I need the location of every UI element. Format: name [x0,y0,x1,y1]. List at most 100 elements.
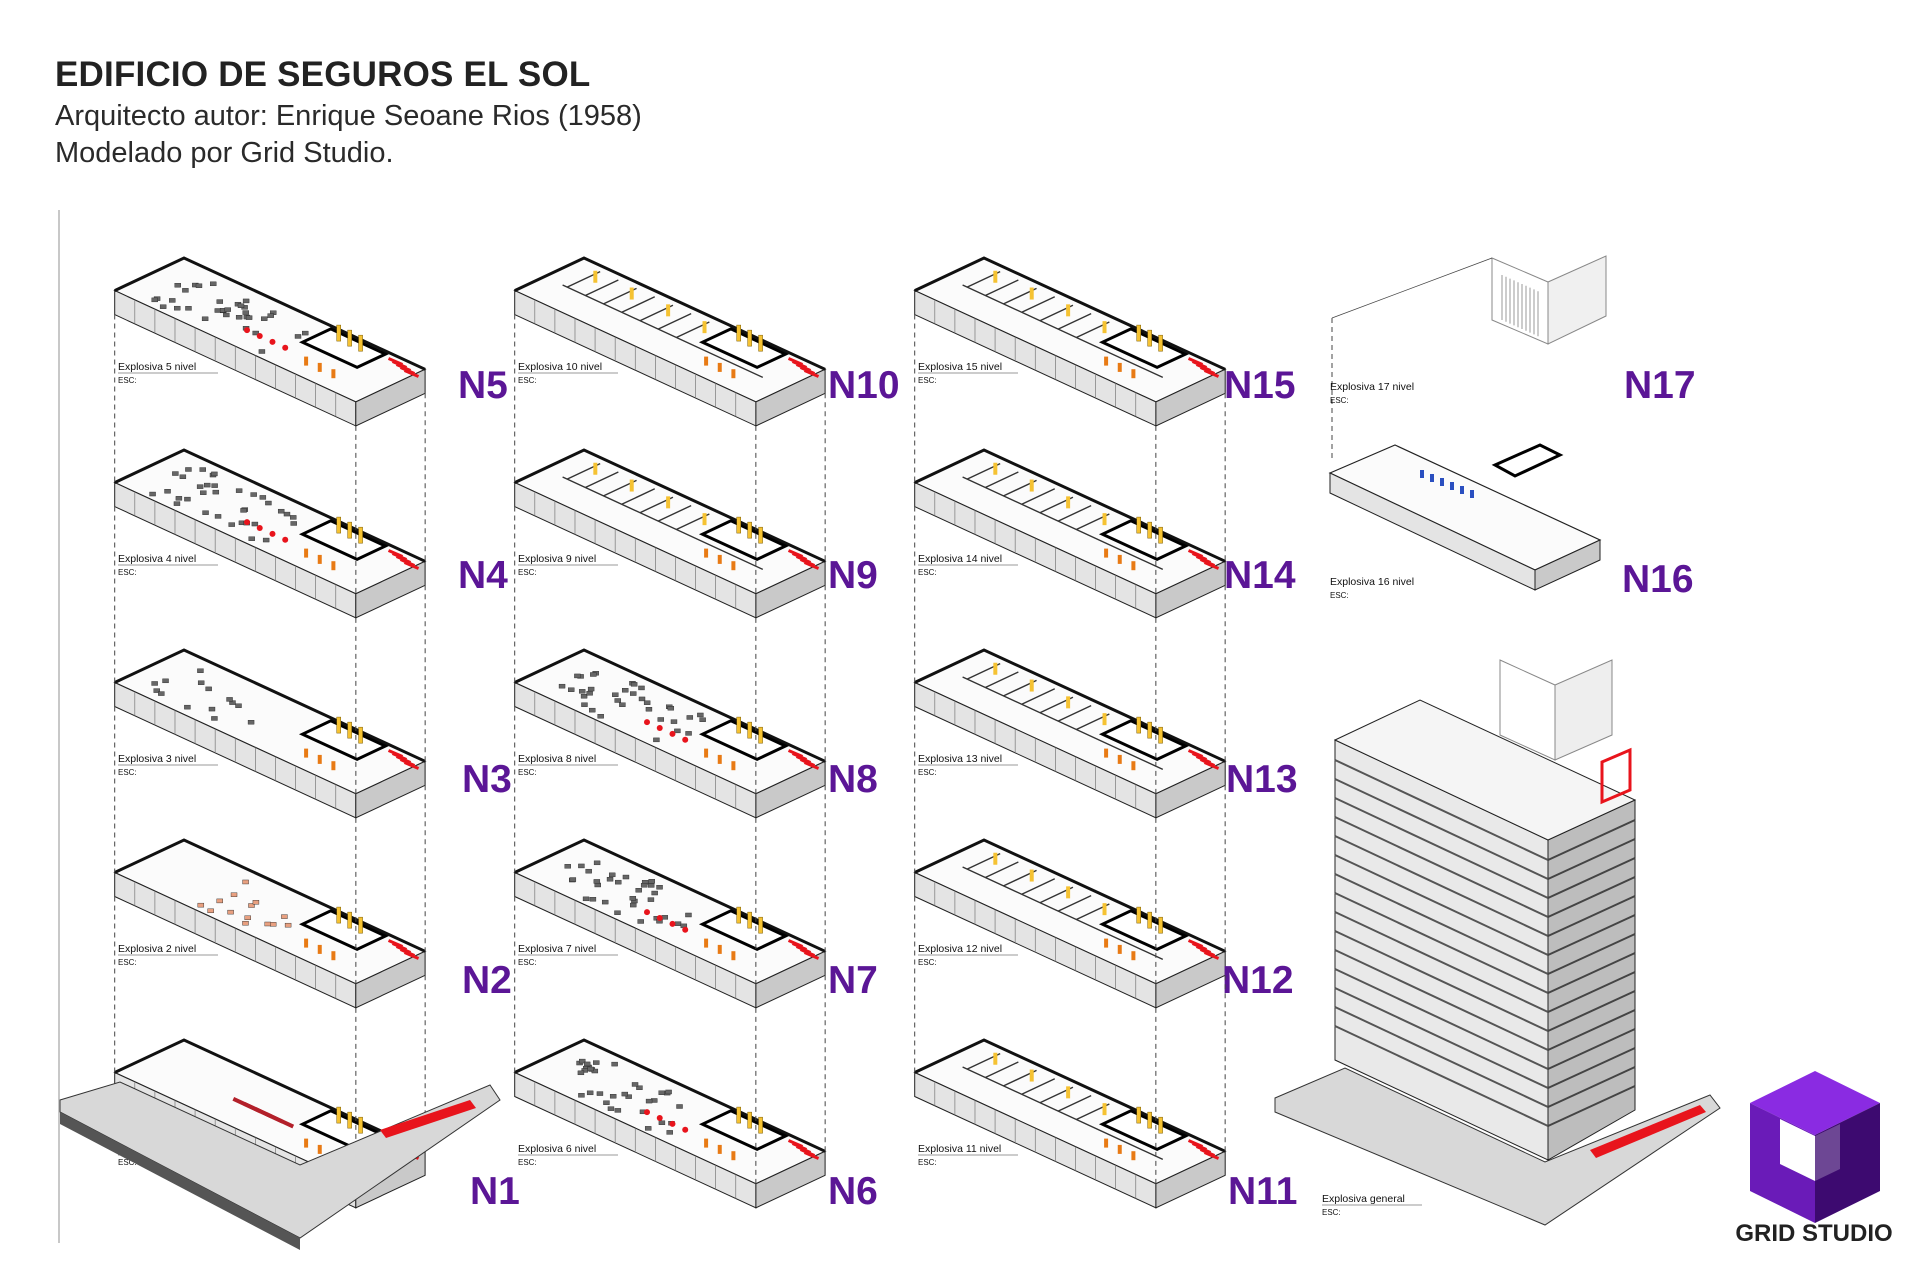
partition [1057,894,1092,912]
stair-step [803,761,820,770]
elevator-panel [1158,334,1163,352]
elevator-panel [747,329,752,347]
accent-block [1117,554,1122,564]
furniture [579,1058,586,1064]
sign-front [1491,257,1549,345]
furniture [629,896,637,901]
furniture [205,686,212,692]
furniture [657,717,665,722]
furniture [643,700,651,705]
furniture [685,731,692,736]
furniture [242,298,250,304]
furniture [686,715,694,720]
elevator-panel [758,334,763,352]
elevator-panel [358,916,363,934]
furniture [589,707,596,713]
accent-block [1117,362,1122,372]
elevator-panel [1136,516,1141,534]
furniture [621,688,629,693]
equipment [1470,490,1474,498]
facade-side [1534,539,1601,591]
elevator-panel [1147,329,1152,347]
level-caption: Explosiva 9 nivel [518,553,596,565]
furniture [184,496,191,502]
furniture [216,898,223,904]
roof-stair [1600,747,1632,805]
furniture [197,668,204,673]
corridor-wall [562,476,764,571]
furniture [158,691,165,696]
furniture [284,922,292,928]
furniture [658,1090,665,1095]
furniture [294,334,302,339]
partition [1057,504,1092,522]
furniture [697,712,704,718]
outer-wall [514,256,826,371]
furniture [577,1070,585,1076]
page-title: EDIFICIO DE SEGUROS EL SOL [55,55,591,94]
red-chair [256,332,263,339]
facade-side [355,950,426,1009]
corridor-wall [962,476,1164,571]
furniture [207,908,214,914]
furniture [593,879,601,884]
floor-band [1334,1025,1549,1127]
accent-block [331,761,336,771]
outer-wall [114,648,426,763]
furniture [615,879,622,885]
stair-step [403,761,420,770]
furniture [264,921,271,927]
door [1102,713,1107,726]
accent-block [717,362,722,372]
furniture [242,310,249,315]
furniture [224,307,231,312]
service-core [1098,909,1190,952]
accent-block [704,748,709,758]
furniture [614,910,621,915]
facade-side [355,560,426,619]
elevator-panel [1136,906,1141,924]
outer-wall [114,448,426,563]
furniture [302,330,309,336]
elevator-panel [1158,916,1163,934]
outer-wall [914,256,1226,371]
furniture [174,305,181,311]
partition [1057,312,1092,330]
accent-block [704,1138,709,1148]
service-core [1491,443,1564,478]
floor-band [1334,778,1549,880]
facade-side [355,760,426,819]
level-label: N3 [462,758,512,801]
red-chair [682,1126,689,1133]
door [629,287,634,300]
service-core [698,909,790,952]
level-label: N2 [462,959,512,1002]
furniture [647,883,655,888]
elevator-panel [736,516,741,534]
partition [585,279,619,297]
roof-sign-side [1554,659,1613,761]
red-chair [644,909,650,916]
furniture [283,511,291,517]
elevator-panel [358,726,363,744]
elevator-panel [736,906,741,924]
level-label: N15 [1224,364,1296,407]
outer-wall [114,1038,426,1153]
furniture [611,1061,618,1067]
furniture [685,912,692,918]
furniture [630,902,637,908]
furniture [265,500,272,506]
floor-band-side [1547,1085,1636,1127]
floor-band-side [1547,1009,1636,1051]
furniture [228,522,235,527]
level-label: N6 [828,1170,878,1213]
elevator-panel [336,324,341,342]
red-chair [669,730,676,737]
furniture [247,720,255,725]
furniture [153,688,160,693]
